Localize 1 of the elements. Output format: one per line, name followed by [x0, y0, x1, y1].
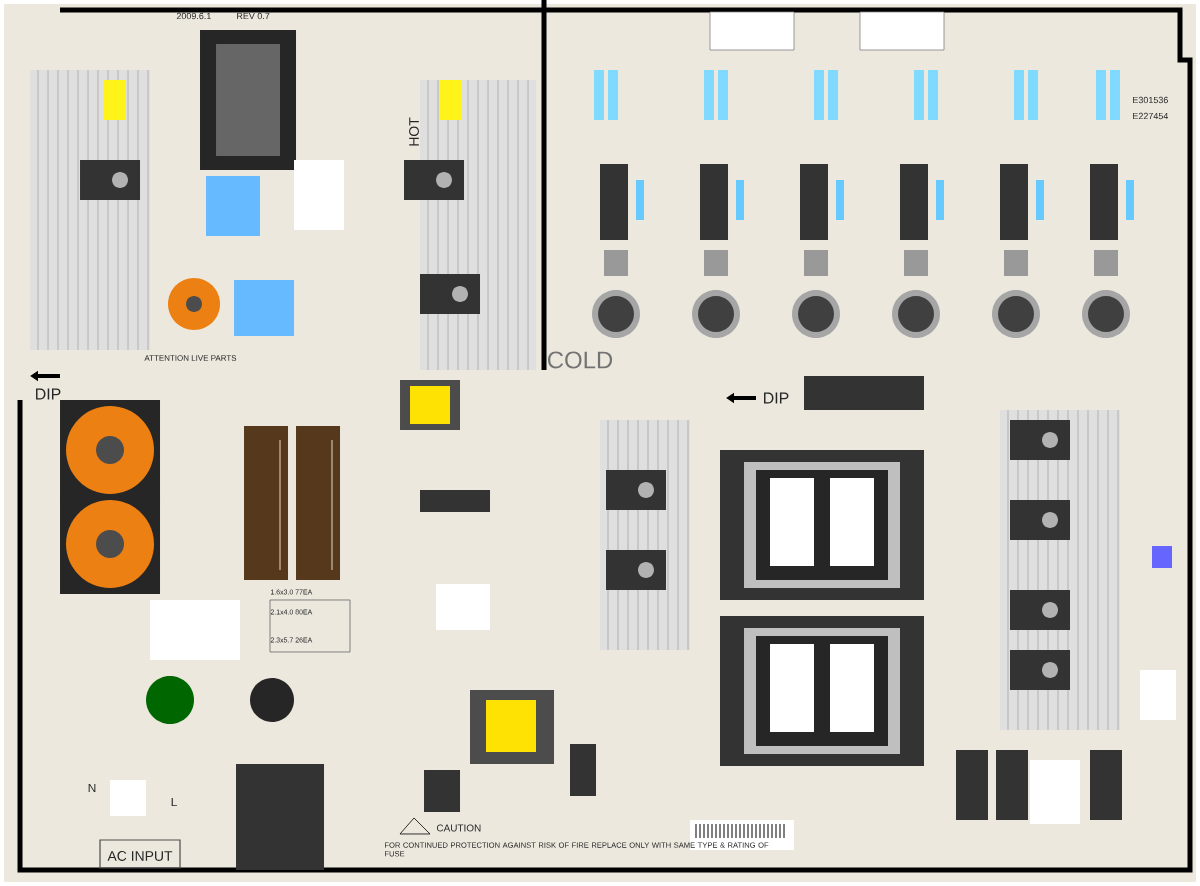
board-label: COLD: [548, 351, 613, 369]
